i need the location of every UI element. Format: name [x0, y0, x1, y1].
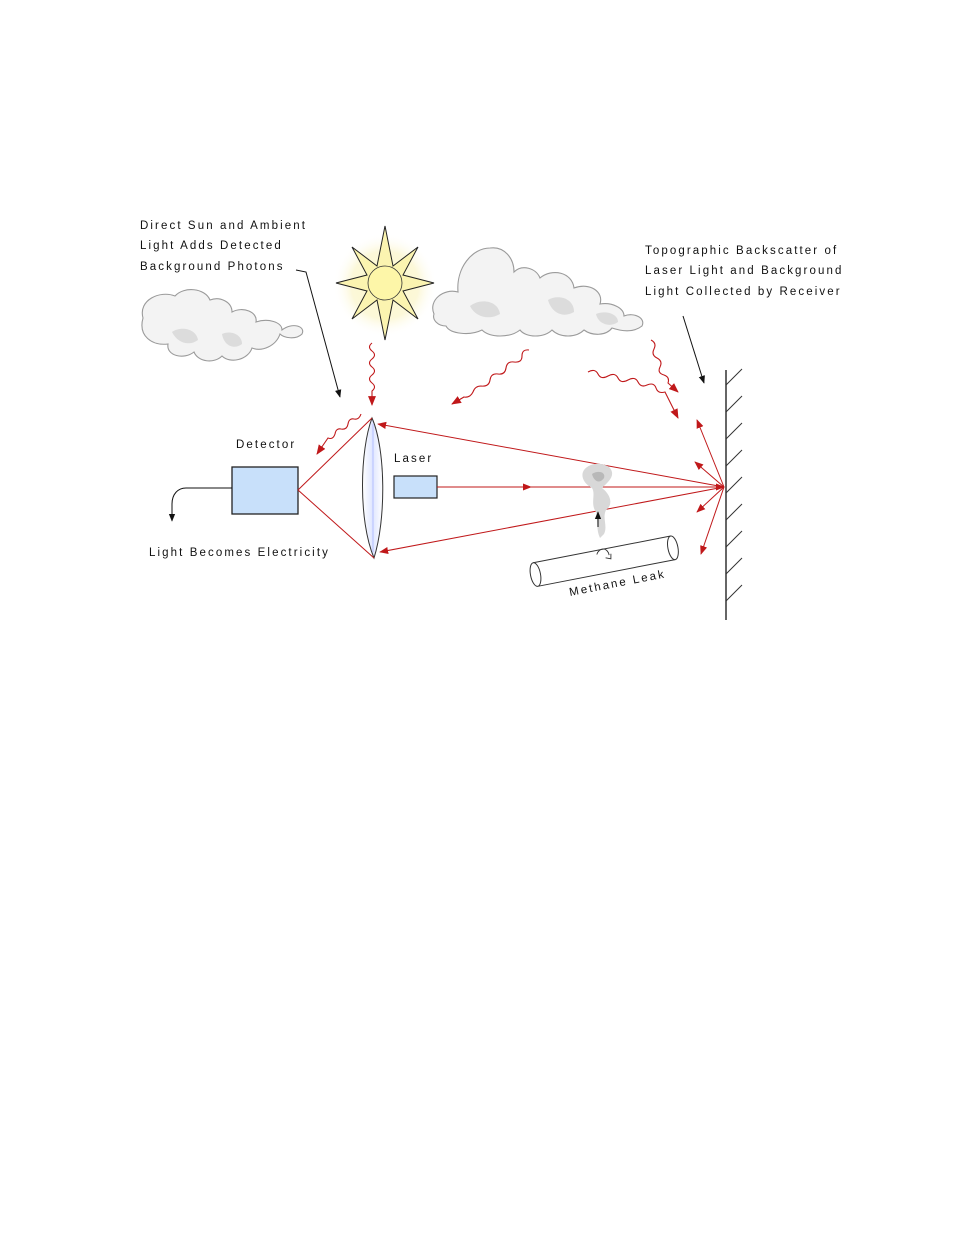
photon-ray [368, 342, 376, 406]
scatter-ray [694, 461, 725, 488]
return-ray-upper [377, 421, 725, 488]
backscatter-note-line-3: Light Collected by Receiver [645, 286, 842, 298]
focus-ray-lower [297, 489, 375, 559]
backscatter-note-line-1: Topographic Backscatter of [645, 245, 838, 257]
photon-ray [316, 413, 362, 455]
wall-hatch-icon [725, 368, 743, 620]
backscatter-note-leader [682, 315, 705, 384]
sun-icon [333, 225, 437, 341]
lens-icon [362, 416, 384, 560]
detector-box [231, 466, 299, 515]
return-ray-lower [379, 486, 725, 555]
sun-note-line-3: Background Photons [140, 261, 285, 273]
backscatter-note-line-2: Laser Light and Background [645, 265, 843, 277]
sun-note-line-1: Direct Sun and Ambient [140, 220, 307, 232]
sun-note: Direct Sun and Ambient Light Adds Detect… [140, 220, 307, 273]
scatter-ray [700, 486, 725, 555]
laser-label: Laser [394, 453, 433, 465]
pipe-icon [529, 535, 679, 587]
scatter-ray [696, 419, 725, 488]
sun-note-line-2: Light Adds Detected [140, 240, 283, 252]
electricity-arrow [168, 487, 232, 522]
photon-ray [587, 369, 679, 419]
cloud-icon [141, 289, 304, 362]
photon-ray [650, 339, 679, 393]
detector-label: Detector [236, 439, 296, 451]
electricity-label: Light Becomes Electricity [149, 547, 330, 559]
smoke-plume-icon [582, 463, 613, 538]
backscatter-note: Topographic Backscatter of Laser Light a… [645, 245, 843, 298]
sun-note-leader [295, 269, 342, 398]
cloud-icon [432, 247, 644, 337]
focus-ray-upper [297, 417, 373, 491]
scatter-ray [696, 486, 725, 513]
laser-box [393, 475, 438, 499]
photon-ray [451, 349, 530, 405]
